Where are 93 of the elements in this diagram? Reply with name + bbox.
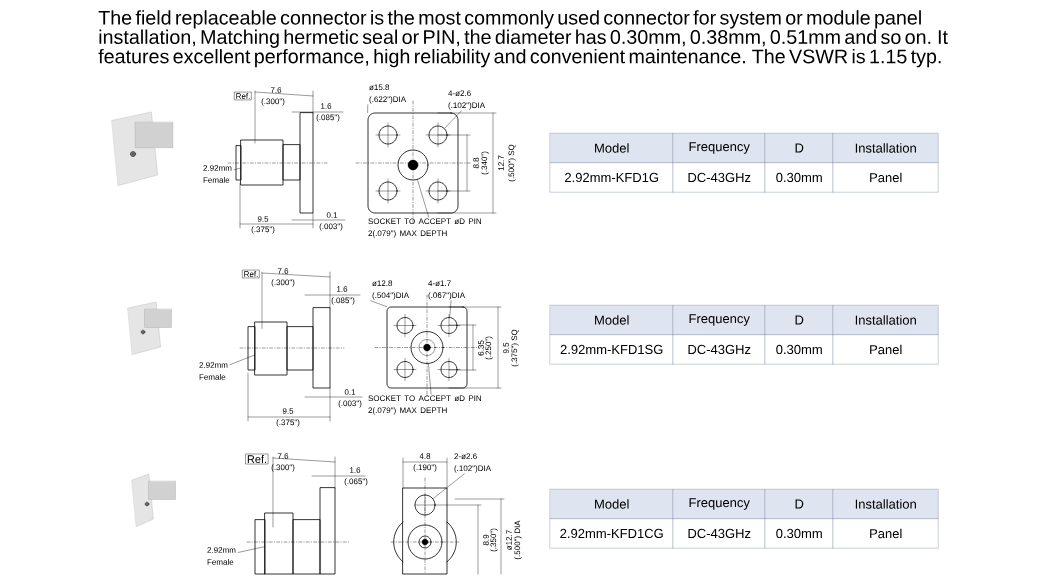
callout-text: 4-ø2.6 (.102")DIA <box>448 90 486 110</box>
table-cell: 2.92mm-KFD1SG <box>550 334 674 365</box>
flange-outline <box>367 112 459 214</box>
dimension-text: 1.6 <box>350 467 361 473</box>
dimension-text: (.085") <box>331 297 355 305</box>
table-cell: 0.30mm <box>765 518 834 549</box>
socket-circle <box>397 149 429 181</box>
dimension-text: 12.7 <box>498 155 504 171</box>
leader-line <box>428 363 432 395</box>
leader-line <box>449 300 452 318</box>
dimension-text: 7.6 <box>277 453 289 459</box>
dimension-text: 0.1 <box>344 389 356 395</box>
table-cell: 0.30mm <box>765 334 834 365</box>
table-cell: DC-43GHz <box>673 334 766 365</box>
flange-outline <box>386 306 468 389</box>
dimension-text: (.375") SQ <box>511 329 519 367</box>
table-header-cell: Frequency <box>673 133 766 163</box>
reference-tag: Ref. <box>234 91 252 101</box>
dimension-text: (.375") <box>251 226 275 234</box>
callout-text: 2-ø2.6 (.102")DIA <box>454 453 492 473</box>
reference-tag: Ref. <box>242 269 260 279</box>
callout-text: 2.92mm Female <box>199 362 228 380</box>
dimension-text: (.350") <box>490 528 498 552</box>
table-cell: 2.92mm-KFD1G <box>550 162 674 193</box>
table-header-cell: Installation <box>833 489 939 519</box>
dimension-text: (.065") <box>344 478 368 486</box>
dimension-text: (.500") SQ <box>508 144 516 182</box>
dimension-text: (.003") <box>319 223 343 231</box>
table-header-cell: Frequency <box>673 305 766 335</box>
dimension-text: (.085") <box>316 114 340 122</box>
dimension-text: (.500") DIA <box>514 520 522 560</box>
dimension-text: (.250") <box>485 336 493 360</box>
dimension-text: 7.6 <box>277 268 289 274</box>
dimension-text: (.340") <box>481 151 489 175</box>
description-text: The field replaceable connector is the most commonly used connector for system or module panel installation, Matching hermetic seal or PIN, the diameter has 0.30mm, 0.38mm, 0.51mm and so on. It features excellent performance, high reliability and convenient maintenance. The VSWR is 1.15 typ. <box>98 10 948 68</box>
leader-line <box>444 110 462 129</box>
dimension-text: (.300") <box>271 279 295 287</box>
callout-text: SOCKET TO ACCEPT øD PIN 2(.079") MAX DEPTH <box>368 218 481 238</box>
callout-text: SOCKET TO ACCEPT øD PIN 2(.079") MAX DEPTH <box>368 395 481 415</box>
leader-line <box>230 354 255 365</box>
callout-text: 2.92mm Female <box>207 547 236 565</box>
table-cell: Panel <box>833 334 939 365</box>
dimension-text: ø12.7 <box>506 530 512 551</box>
leader-line <box>367 104 368 113</box>
mounting-hole <box>440 317 458 334</box>
table-header-cell: Installation <box>833 305 939 335</box>
dimension-text: (.300") <box>271 464 295 472</box>
table-header-cell: D <box>765 133 834 163</box>
leader-line <box>417 179 429 218</box>
flange-plate <box>402 487 448 575</box>
dimension-text: 0.1 <box>326 212 338 218</box>
callout-text: 4-ø1.7 (.067")DIA <box>428 280 466 300</box>
table-cell: DC-43GHz <box>673 162 766 193</box>
dimension-text: 7.6 <box>270 87 282 93</box>
dimension-text: 8.8 <box>473 157 479 169</box>
connector-body <box>254 321 288 376</box>
table-cell: Panel <box>833 518 939 549</box>
mounting-hole <box>414 494 436 516</box>
callout-text: ø15.8 (.622")DIA <box>369 84 407 104</box>
connector-body <box>264 512 294 575</box>
mounting-hole <box>428 125 448 145</box>
table-header-cell: Installation <box>833 133 939 163</box>
dimension-text: 4.8 <box>419 453 431 459</box>
reference-tag: Ref. <box>245 453 269 465</box>
dimension-text: (.300") <box>261 98 285 106</box>
table-header-cell: Frequency <box>673 489 766 519</box>
dimension-text: 6.35 <box>478 340 484 356</box>
table-header-cell: Model <box>550 305 674 335</box>
table-header-cell: D <box>765 305 834 335</box>
leader-line <box>432 473 465 499</box>
dimension-text: 9.5 <box>282 408 294 414</box>
connector-body <box>240 139 284 186</box>
table-cell: Panel <box>833 162 939 193</box>
table-cell: 0.30mm <box>765 162 834 193</box>
dimension-text: (.375") <box>276 419 300 427</box>
dimension-text: 1.6 <box>337 286 348 292</box>
dimension-text: 9.5 <box>503 342 509 354</box>
leader-line <box>234 167 241 170</box>
dimension-text: (.190") <box>413 464 437 472</box>
callout-text: 2.92mm Female <box>203 165 232 183</box>
dimension-text: 8.9 <box>483 534 489 546</box>
dimension-text: (.003") <box>338 400 362 408</box>
table-cell: 2.92mm-KFD1CG <box>550 518 674 549</box>
leader-line <box>238 546 265 553</box>
dimension-text: 9.5 <box>257 216 269 222</box>
table-header-cell: D <box>765 489 834 519</box>
leader-line <box>370 300 387 307</box>
table-header-cell: Model <box>550 133 674 163</box>
table-header-cell: Model <box>550 489 674 519</box>
table-cell: DC-43GHz <box>673 518 766 549</box>
socket-circle <box>410 331 444 364</box>
callout-text: ø12.8 (.504")DIA <box>372 280 410 300</box>
dimension-text: 1.6 <box>321 103 332 109</box>
